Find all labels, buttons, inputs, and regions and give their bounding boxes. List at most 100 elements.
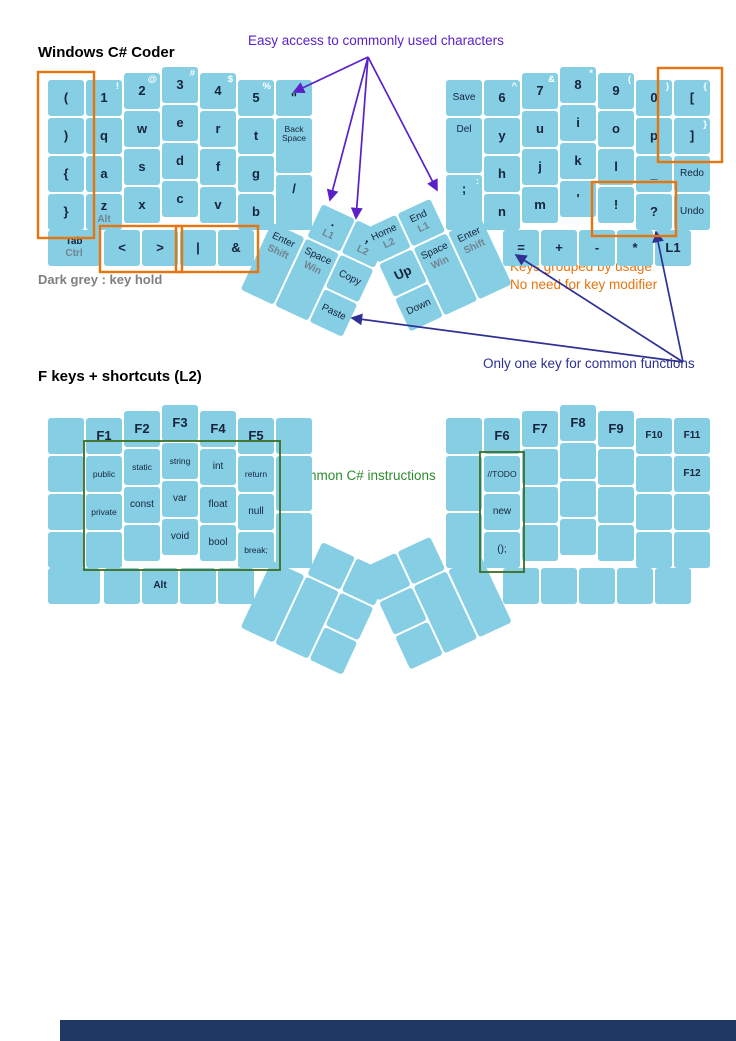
key-blank xyxy=(124,525,160,561)
key-return: return xyxy=(238,456,274,492)
key-label: string xyxy=(169,455,191,466)
key-blank xyxy=(636,494,672,530)
key-d: d xyxy=(162,143,198,179)
key-label: break; xyxy=(244,544,268,555)
key-f11: F11 xyxy=(674,418,710,454)
key-label: g xyxy=(252,166,260,182)
key-undo: Undo xyxy=(674,194,710,230)
key-public: public xyxy=(86,456,122,492)
key-label: var xyxy=(173,492,187,504)
key-blank xyxy=(579,568,615,604)
key-6: ^6 xyxy=(484,80,520,116)
key-label: Alt xyxy=(153,579,167,591)
key-label: 3 xyxy=(176,77,184,93)
key-label: Del xyxy=(456,124,472,135)
key-f4: F4 xyxy=(200,411,236,447)
key-label: F2 xyxy=(134,421,150,437)
key-w: w xyxy=(124,111,160,147)
key-blank xyxy=(48,532,84,568)
key-label: return xyxy=(244,468,268,479)
key-blank xyxy=(446,456,482,511)
key-blank xyxy=(446,418,482,454)
page-title: Windows C# Coder xyxy=(38,44,175,61)
key-j: j xyxy=(522,149,558,185)
key-label: 4 xyxy=(214,83,222,99)
key-blank xyxy=(541,568,577,604)
key-label: _ xyxy=(650,166,658,182)
key-blank xyxy=(636,456,672,492)
key-label: 1 xyxy=(100,90,108,106)
key-label: F7 xyxy=(532,421,548,437)
key-blank xyxy=(276,418,312,454)
key-f6: F6 xyxy=(484,418,520,454)
note-csharp: Common C# instructions xyxy=(288,468,436,483)
key-label: public xyxy=(92,468,116,479)
footer-bar xyxy=(60,1020,736,1041)
key-todo-comment: //TODO xyxy=(484,456,520,492)
key-label: Tab xyxy=(65,235,83,247)
key-7: &7 xyxy=(522,73,558,109)
key-label: const xyxy=(130,498,154,510)
key-label: v xyxy=(214,197,222,213)
key-shift-label: * xyxy=(589,68,593,79)
key-label: z xyxy=(100,198,108,214)
key-blank xyxy=(48,494,84,530)
key-blank xyxy=(636,532,672,568)
key-blank xyxy=(180,568,216,604)
key-g: g xyxy=(238,156,274,192)
key-u: u xyxy=(522,111,558,147)
key-label: p xyxy=(650,128,658,144)
key-const: const xyxy=(124,487,160,523)
key-shift-label: ^ xyxy=(511,81,517,92)
key-label: q xyxy=(100,128,108,144)
key-f: f xyxy=(200,149,236,185)
key-f1: F1 xyxy=(86,418,122,454)
key-8: *8 xyxy=(560,67,596,103)
key-label: h xyxy=(498,166,506,182)
key-f3: F3 xyxy=(162,405,198,441)
key-break: break; xyxy=(238,532,274,568)
key-k: k xyxy=(560,143,596,179)
key-static: static xyxy=(124,449,160,485)
key-label: b xyxy=(252,204,260,220)
key-label: new xyxy=(492,505,512,517)
key-blank xyxy=(560,519,596,555)
key-blank xyxy=(674,494,710,530)
key-blank xyxy=(276,513,312,568)
key-blank xyxy=(598,525,634,561)
key-shift-label: ( xyxy=(627,74,631,85)
key-label: - xyxy=(594,240,600,256)
key-b: b xyxy=(238,194,274,230)
key-label: + xyxy=(555,240,563,256)
key-h: h xyxy=(484,156,520,192)
key-blank xyxy=(48,568,100,604)
key-shift-label: # xyxy=(189,68,195,79)
key-label: F8 xyxy=(570,415,586,431)
key-hold-label: Alt xyxy=(97,213,111,225)
key-label: private xyxy=(91,506,117,517)
key-label: * xyxy=(632,240,638,256)
key-e: e xyxy=(162,105,198,141)
key-string: string xyxy=(162,443,198,479)
key-alt: Alt xyxy=(142,568,178,604)
key-blank xyxy=(218,568,254,604)
key-label: F12 xyxy=(683,467,701,479)
key-r: r xyxy=(200,111,236,147)
section-title-fkeys: F keys + shortcuts (L2) xyxy=(38,368,202,385)
key-label: 9 xyxy=(612,83,620,99)
key-label: c xyxy=(176,191,184,207)
key-m: m xyxy=(522,187,558,223)
key-new: new xyxy=(484,494,520,530)
key-back-space: Back Space xyxy=(276,118,312,173)
key-blank xyxy=(655,568,691,604)
key-blank xyxy=(674,532,710,568)
key-f10: F10 xyxy=(636,418,672,454)
key-label: u xyxy=(536,121,544,137)
key-var: var xyxy=(162,481,198,517)
key-label: F10 xyxy=(645,429,663,441)
key-f7: F7 xyxy=(522,411,558,447)
key-label: float xyxy=(208,498,228,510)
key-blank xyxy=(598,449,634,485)
key-hold-label: Ctrl xyxy=(65,248,83,260)
key-label: //TODO xyxy=(487,468,517,479)
